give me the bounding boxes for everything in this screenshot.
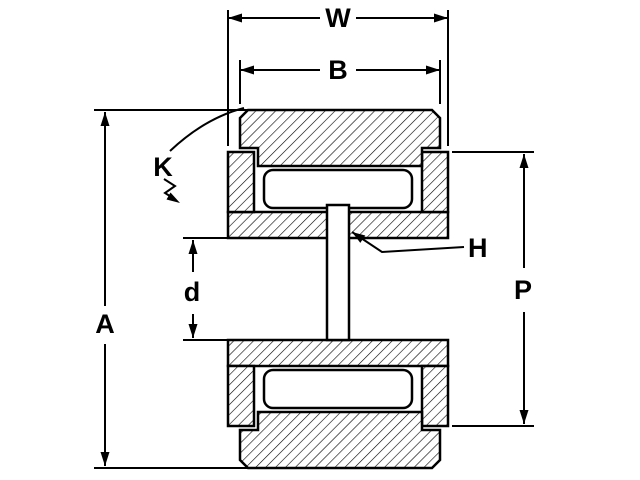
end-collar-bottom-left xyxy=(226,364,256,428)
needle-roller-bottom xyxy=(262,368,414,410)
dim-b: B xyxy=(239,55,441,104)
dim-w-arrow-right xyxy=(434,13,448,23)
end-collar-top-left xyxy=(226,150,256,214)
dim-d-label: d xyxy=(184,277,201,307)
dim-b-arrow-left xyxy=(240,65,254,75)
dim-p-label: P xyxy=(514,275,532,305)
dim-k-label: K xyxy=(153,152,173,182)
dim-w-arrow-left xyxy=(228,13,242,23)
dim-p: P xyxy=(452,151,534,427)
dim-p-arrow-top xyxy=(519,154,529,168)
end-collar-bottom-right xyxy=(420,364,450,428)
k-leader-curve xyxy=(169,107,245,152)
outer-ring-bottom-section xyxy=(238,410,442,470)
callout-h: H xyxy=(351,231,488,263)
end-collar-top-right xyxy=(420,150,450,214)
dim-p-arrow-bottom xyxy=(519,410,529,424)
dim-d-arrow-bottom xyxy=(188,324,198,338)
needle-roller-top xyxy=(262,168,414,210)
dim-w: W xyxy=(227,3,449,146)
bearing-body xyxy=(226,108,450,470)
dim-a-arrow-bottom xyxy=(100,452,110,466)
dim-d-arrow-top xyxy=(188,240,198,254)
inner-sleeve-bottom-wall xyxy=(226,338,450,368)
dim-b-arrow-right xyxy=(426,65,440,75)
dim-a: A xyxy=(94,109,260,469)
dim-h-label: H xyxy=(468,233,488,263)
callout-k: K xyxy=(153,107,245,203)
h-leader-arrow xyxy=(352,232,366,243)
lube-hole xyxy=(325,203,351,342)
dim-b-label: B xyxy=(328,55,348,85)
dim-a-label: A xyxy=(95,309,115,339)
dim-d: d xyxy=(183,237,258,341)
outer-ring-top-section xyxy=(238,108,442,168)
dim-a-arrow-top xyxy=(100,112,110,126)
dim-w-label: W xyxy=(325,3,351,33)
k-squiggle-arrow xyxy=(166,192,180,203)
